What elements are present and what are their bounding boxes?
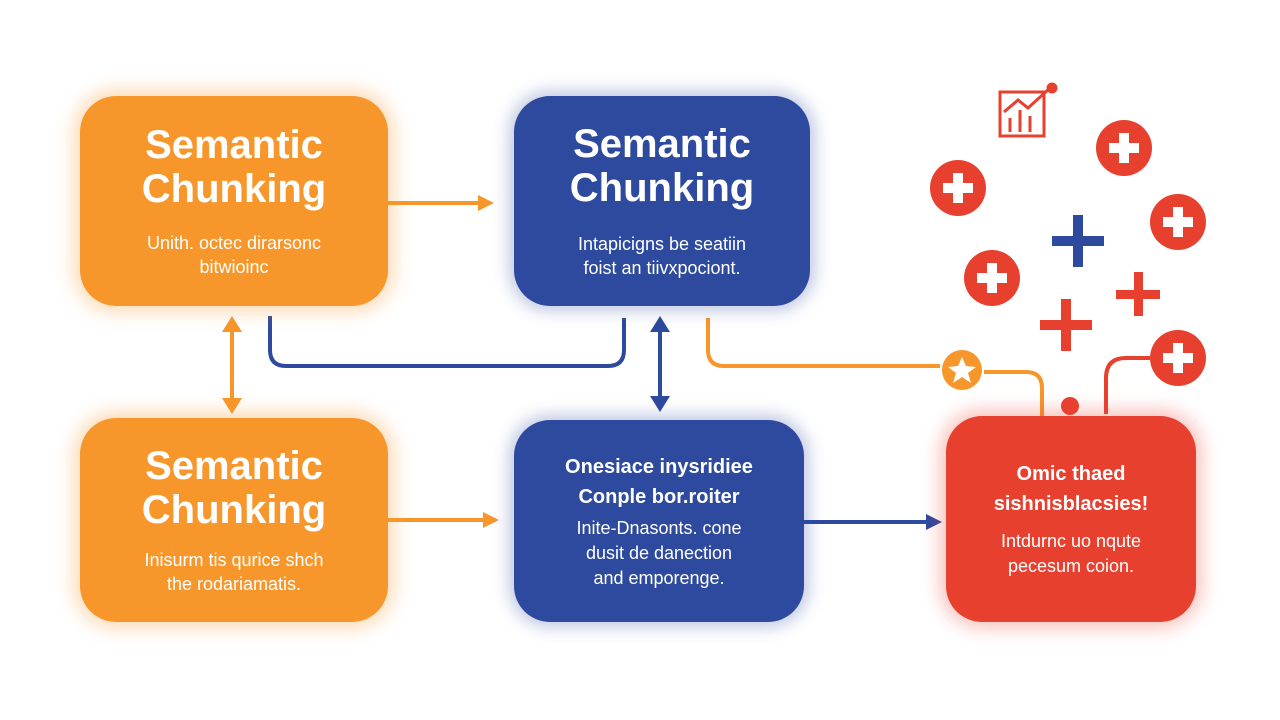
plus-circle-icon (930, 160, 986, 216)
box-bot-left-title-line1: Semantic (145, 444, 323, 488)
box-bot-mid-line2: Conple bor.roiter (578, 485, 740, 508)
arrow-mid-vertical-head-up (650, 316, 670, 332)
connector-orange-to-star (706, 318, 940, 368)
box-top-mid-title-line2: Chunking (569, 166, 755, 210)
chart-icon (998, 82, 1058, 138)
box-red-line1: Omic thaed (1016, 463, 1126, 485)
box-top-mid-sub-line2: foist an tiivxpociont. (583, 258, 741, 278)
box-bot-mid-line1: Onesiace inysridiee (565, 455, 753, 478)
connector-star-to-red (984, 370, 1044, 418)
box-red-line2: sishnisblacsies! (993, 493, 1149, 515)
connector-red-plus (1104, 356, 1150, 414)
plus-icon (1116, 272, 1160, 316)
plus-icon (1040, 299, 1092, 351)
box-top-left-sub-line2: bitwioinc (199, 257, 269, 277)
box-red-line4: pecesum coion. (1007, 556, 1135, 576)
box-top-mid: Semantic Chunking Intapicigns be seatiin… (514, 96, 810, 306)
box-bot-left-sub-line2: the rodariamatis. (166, 574, 302, 594)
plus-circle-icon (964, 250, 1020, 306)
plus-circle-icon (1150, 330, 1206, 386)
star-circle-icon (942, 350, 982, 390)
box-bot-mid-line3: Inite-Dnasonts. cone (576, 517, 742, 538)
plus-circle-icon (1150, 194, 1206, 250)
box-bot-left-sub-line1: Inisurm tis qurice shch (144, 550, 324, 570)
box-top-left: Semantic Chunking Unith. octec dirarsonc… (80, 96, 388, 306)
box-bot-left: Semantic Chunking Inisurm tis qurice shc… (80, 418, 388, 622)
arrow-left-vertical-head-down (222, 398, 242, 414)
arrow-left-vertical-head-up (222, 316, 242, 332)
box-bot-left-title-line2: Chunking (141, 488, 327, 532)
arrow-mid-vertical-head-down (650, 396, 670, 412)
box-top-mid-title-line1: Semantic (573, 122, 751, 166)
box-bot-mid-line5: and emporenge. (593, 567, 725, 588)
connector-blue-bridge (268, 316, 626, 368)
box-top-left-title-line1: Semantic (145, 123, 323, 167)
box-top-mid-sub-line1: Intapicigns be seatiin (577, 234, 747, 254)
connector-dot (1061, 397, 1079, 415)
box-red: Omic thaed sishnisblacsies! Intdurnc uo … (946, 416, 1196, 622)
box-bot-mid: Onesiace inysridiee Conple bor.roiter In… (514, 420, 804, 622)
box-bot-mid-line4: dusit de danection (585, 542, 733, 563)
plus-circle-icon (1096, 120, 1152, 176)
box-top-left-title-line2: Chunking (141, 167, 327, 211)
box-top-left-sub-line1: Unith. octec dirarsonc (146, 233, 322, 253)
box-red-line3: Intdurnc uo nqute (1000, 531, 1142, 551)
plus-icon (1052, 215, 1104, 267)
